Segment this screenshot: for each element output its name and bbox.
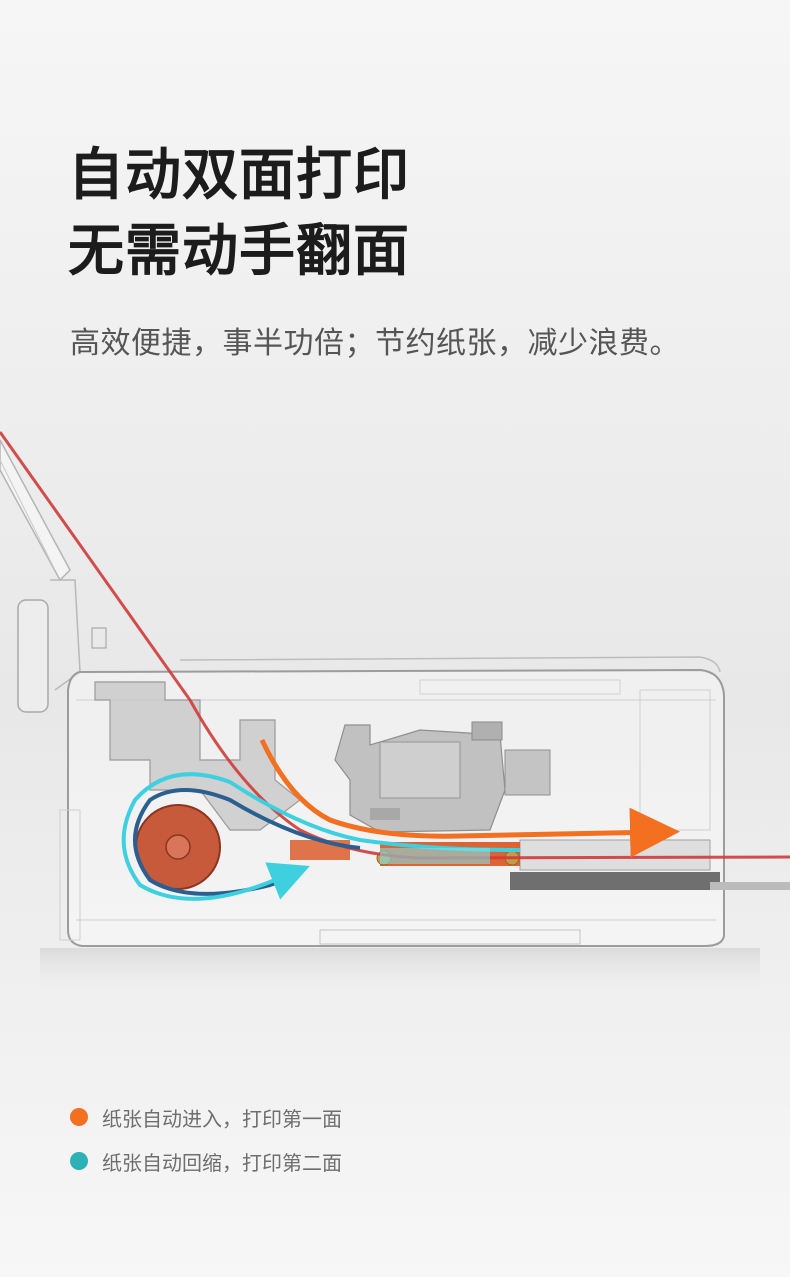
second-side-path <box>121 772 521 901</box>
legend-label: 纸张自动进入，打印第一面 <box>102 1106 342 1131</box>
return-loop-dark <box>133 788 361 896</box>
subtitle: 高效便捷，事半功倍；节约纸张，减少浪费。 <box>70 326 680 361</box>
legend-item-first-side: 纸张自动进入，打印第一面 <box>70 1095 342 1139</box>
orange-dot-icon <box>70 1108 88 1126</box>
headline-line-2: 无需动手翻面 <box>68 219 410 284</box>
paper-tray <box>0 439 107 713</box>
first-side-path <box>259 738 680 858</box>
cyan-dot-icon <box>70 1152 88 1170</box>
headline-line-1: 自动双面打印 <box>68 143 410 208</box>
legend-label: 纸张自动回缩，打印第二面 <box>102 1150 342 1175</box>
printer-duplex-illustration <box>0 431 790 998</box>
legend-item-second-side: 纸张自动回缩，打印第二面 <box>70 1139 342 1183</box>
headline: 自动双面打印 无需动手翻面 <box>68 138 410 290</box>
legend: 纸张自动进入，打印第一面 纸张自动回缩，打印第二面 <box>70 1095 342 1183</box>
